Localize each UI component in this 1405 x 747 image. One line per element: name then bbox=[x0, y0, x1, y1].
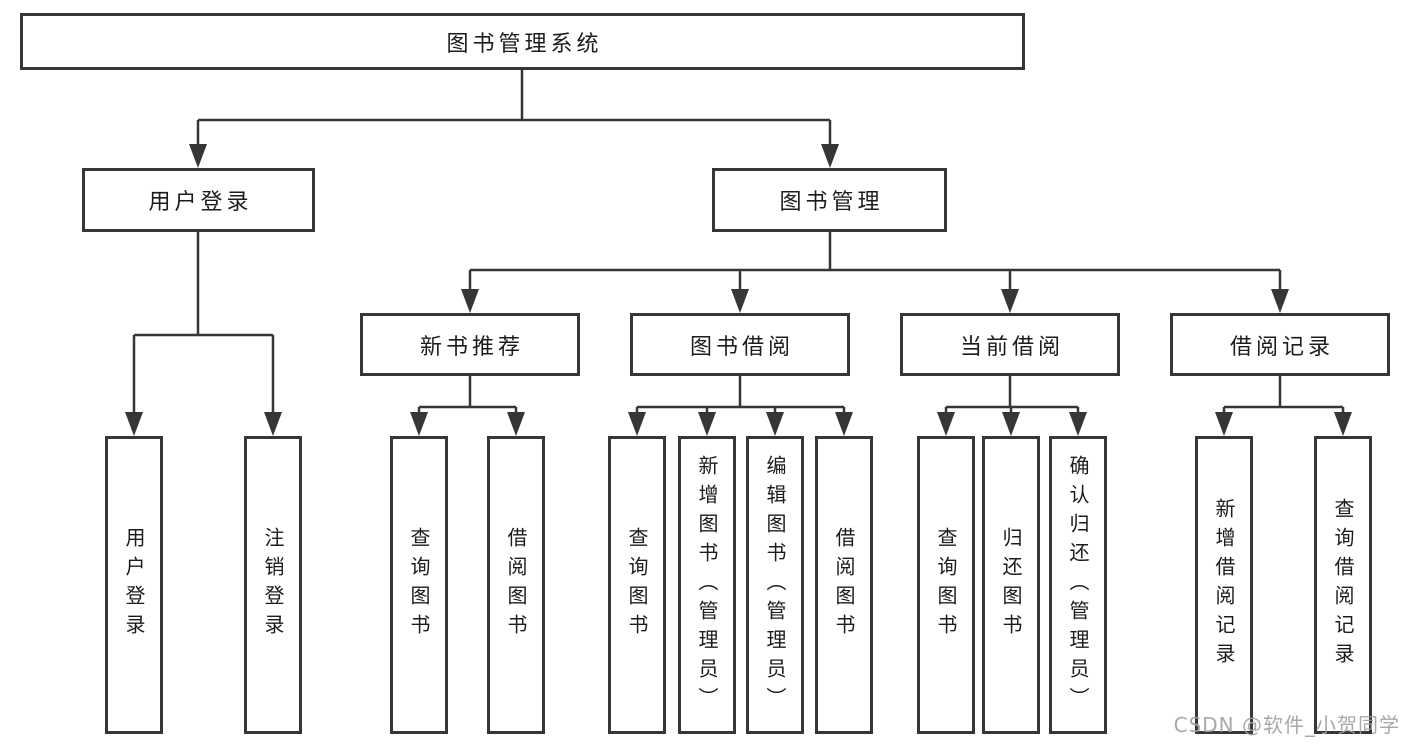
leaf-label: 新增借阅记录 bbox=[1212, 498, 1236, 672]
arrow-down-icon bbox=[731, 289, 749, 313]
leaf-label: 注销登录 bbox=[261, 527, 285, 643]
leaf-label: 编辑图书（管理员） bbox=[763, 454, 787, 716]
leaf-label: 借阅图书 bbox=[504, 527, 528, 643]
tree-edges bbox=[132, 70, 1345, 412]
arrow-down-icon bbox=[1215, 412, 1233, 436]
arrow-down-icon bbox=[835, 412, 853, 436]
leaf-label: 查询借阅记录 bbox=[1331, 498, 1355, 672]
arrow-down-icon bbox=[698, 412, 716, 436]
leaf-query-borrow-record: 查询借阅记录 bbox=[1314, 436, 1372, 734]
leaf-label: 借阅图书 bbox=[832, 527, 856, 643]
leaf-label: 查询图书 bbox=[407, 527, 431, 643]
leaf-add-books-admin: 新增图书（管理员） bbox=[678, 436, 736, 734]
leaf-query-books-recommend: 查询图书 bbox=[390, 436, 448, 734]
arrow-down-icon bbox=[821, 144, 839, 168]
node-book-borrowing: 图书借阅 bbox=[630, 313, 850, 376]
csdn-watermark: CSDN @软件_小贺同学 bbox=[1173, 713, 1400, 737]
leaf-borrow-books-borrowing: 借阅图书 bbox=[815, 436, 873, 734]
arrow-down-icon bbox=[507, 412, 525, 436]
leaf-query-books-borrowing: 查询图书 bbox=[608, 436, 666, 734]
leaf-user-login: 用户登录 bbox=[105, 436, 163, 734]
arrow-down-icon bbox=[410, 412, 428, 436]
node-borrowing-records: 借阅记录 bbox=[1170, 313, 1390, 376]
arrow-down-icon bbox=[1002, 412, 1020, 436]
leaf-logout: 注销登录 bbox=[244, 436, 302, 734]
leaf-return-books: 归还图书 bbox=[982, 436, 1040, 734]
arrowheads bbox=[125, 144, 1352, 436]
leaf-borrow-books-recommend: 借阅图书 bbox=[487, 436, 545, 734]
arrow-down-icon bbox=[264, 412, 282, 436]
arrow-down-icon bbox=[1271, 289, 1289, 313]
leaf-add-borrow-record: 新增借阅记录 bbox=[1195, 436, 1253, 734]
node-library-management-system: 图书管理系统 bbox=[20, 13, 1025, 70]
node-user-login: 用户登录 bbox=[82, 168, 315, 232]
arrow-down-icon bbox=[1069, 412, 1087, 436]
arrow-down-icon bbox=[628, 412, 646, 436]
leaf-label: 新增图书（管理员） bbox=[695, 454, 719, 716]
leaf-label: 查询图书 bbox=[934, 527, 958, 643]
leaf-label: 确认归还（管理员） bbox=[1066, 454, 1090, 716]
leaf-label: 用户登录 bbox=[122, 527, 146, 643]
arrow-down-icon bbox=[937, 412, 955, 436]
arrow-down-icon bbox=[766, 412, 784, 436]
node-book-management: 图书管理 bbox=[712, 168, 947, 232]
node-new-book-recommendation: 新书推荐 bbox=[360, 313, 580, 376]
leaf-label: 归还图书 bbox=[999, 527, 1023, 643]
arrow-down-icon bbox=[125, 412, 143, 436]
leaf-edit-books-admin: 编辑图书（管理员） bbox=[746, 436, 804, 734]
arrow-down-icon bbox=[189, 144, 207, 168]
node-current-borrowing: 当前借阅 bbox=[900, 313, 1120, 376]
arrow-down-icon bbox=[1334, 412, 1352, 436]
arrow-down-icon bbox=[461, 289, 479, 313]
leaf-confirm-return-admin: 确认归还（管理员） bbox=[1049, 436, 1107, 734]
leaf-query-books-current: 查询图书 bbox=[917, 436, 975, 734]
leaf-label: 查询图书 bbox=[625, 527, 649, 643]
arrow-down-icon bbox=[1001, 289, 1019, 313]
